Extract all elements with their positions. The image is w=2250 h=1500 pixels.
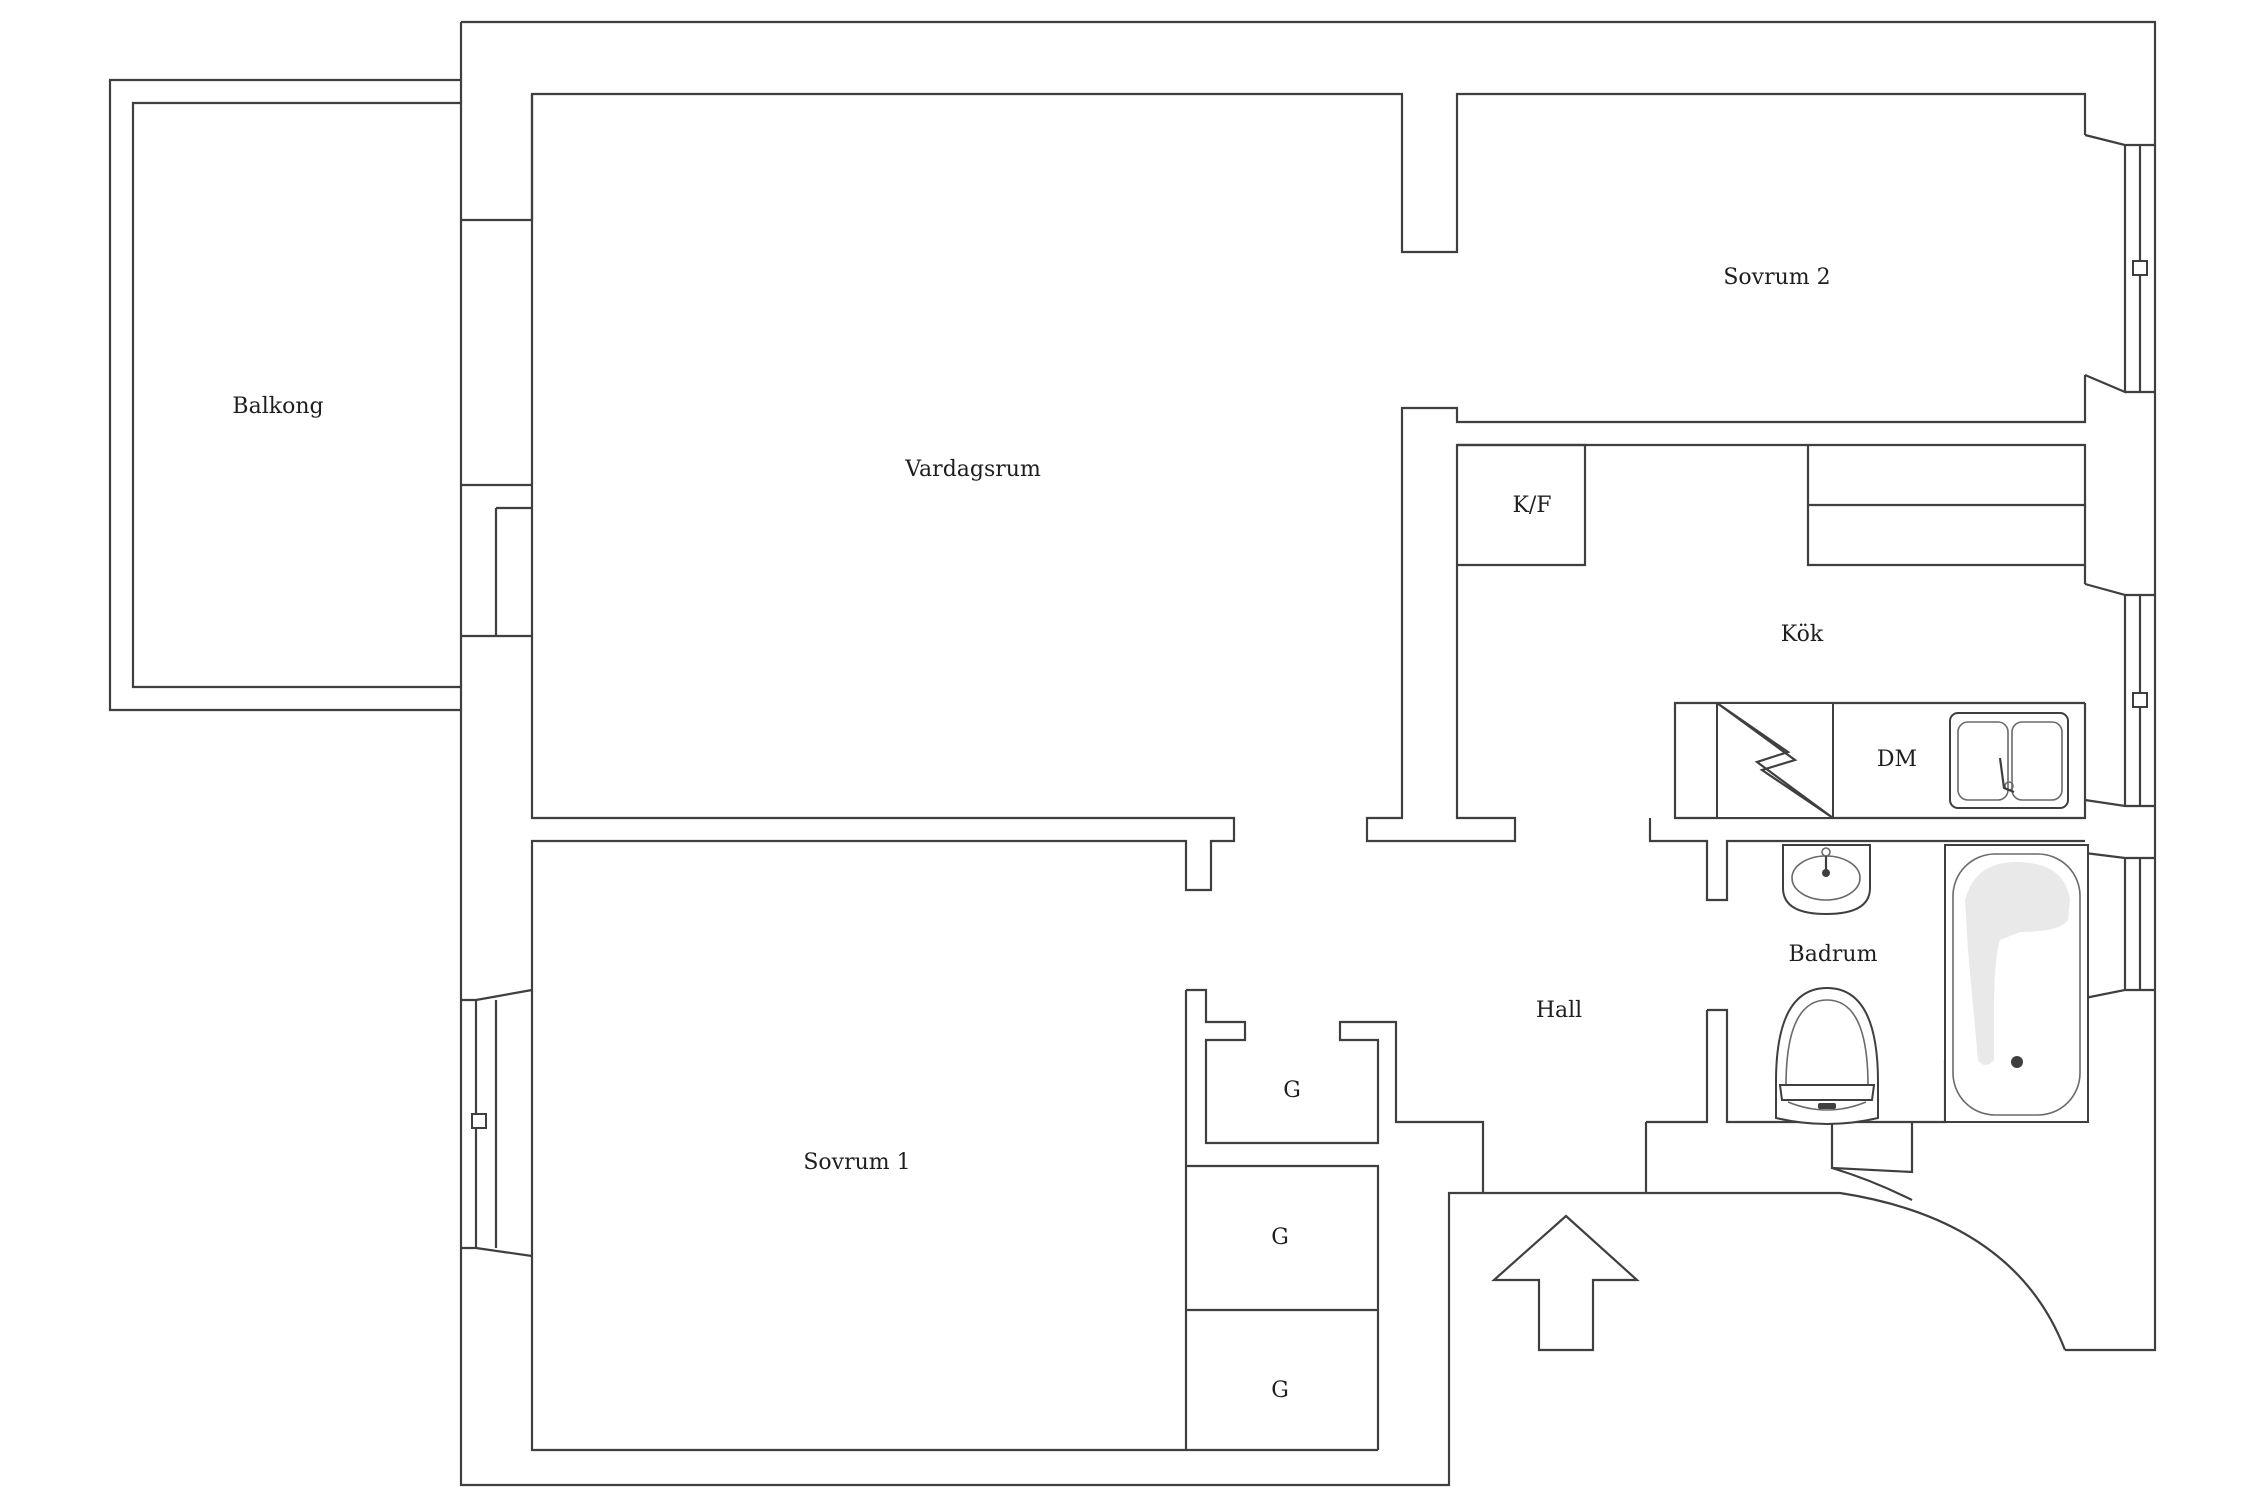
closets — [1184, 988, 1485, 1450]
living-room-walls — [461, 94, 1378, 1452]
bedroom2-window — [2084, 133, 2155, 394]
room-label-kok: Kök — [1781, 622, 1824, 647]
room-label-garderob-3: G — [1271, 1378, 1289, 1403]
room-label-badrum: Badrum — [1789, 942, 1878, 967]
room-label-vardagsrum: Vardagsrum — [904, 457, 1041, 482]
room-label-hall: Hall — [1536, 998, 1582, 1023]
toilet-icon — [1775, 986, 1879, 1125]
washbasin-icon — [1782, 844, 1871, 916]
room-label-kf: K/F — [1512, 493, 1551, 518]
kitchen — [1457, 443, 2155, 902]
balcony — [108, 78, 461, 712]
kitchen-sink-icon — [1949, 712, 2069, 809]
room-label-garderob-1: G — [1283, 1078, 1301, 1103]
room-label-garderob-2: G — [1271, 1225, 1289, 1250]
bathtub-icon — [1944, 844, 2089, 1123]
room-label-dm: DM — [1877, 747, 1917, 772]
room-label-sovrum-1: Sovrum 1 — [803, 1150, 910, 1175]
room-labels: Balkong Vardagsrum Sovrum 2 K/F Kök DM B… — [232, 265, 1917, 1403]
room-label-sovrum-2: Sovrum 2 — [1723, 265, 1830, 290]
entrance-arrow-icon — [1491, 1214, 1640, 1352]
room-label-balkong: Balkong — [232, 394, 323, 419]
bedroom1-window — [461, 988, 533, 1258]
stove-icon — [1716, 702, 1834, 819]
